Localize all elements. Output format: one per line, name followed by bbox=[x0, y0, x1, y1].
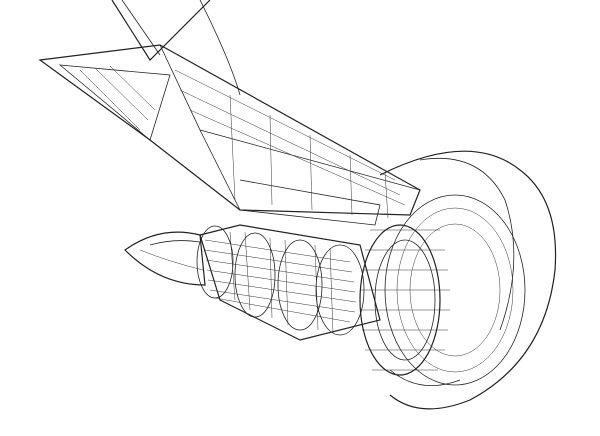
spinner-cone bbox=[124, 231, 206, 286]
fan-section bbox=[359, 224, 461, 386]
engine-core bbox=[196, 224, 381, 341]
pylon-structure bbox=[38, 0, 421, 226]
